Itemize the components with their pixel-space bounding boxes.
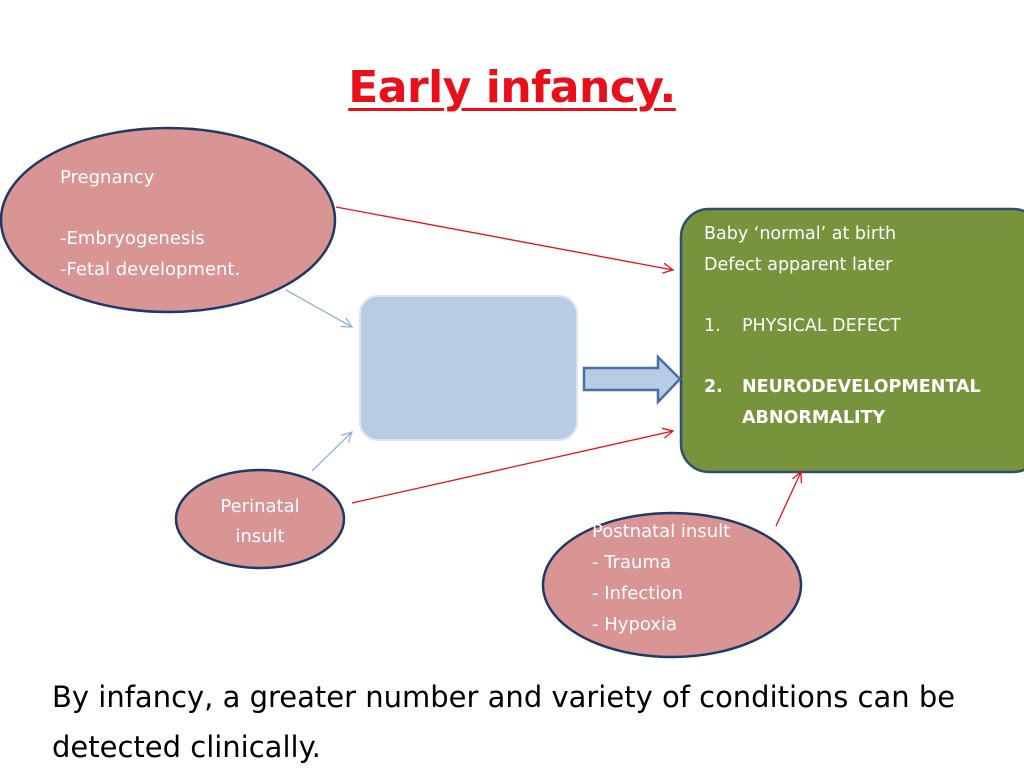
- outcome-line: Baby ‘normal’ at birth: [704, 224, 897, 244]
- perinatal-line: insult: [235, 526, 285, 547]
- center-box: [359, 295, 578, 441]
- list-number: 2.: [704, 377, 723, 397]
- pregnancy-heading: Pregnancy: [60, 167, 155, 188]
- outcome-line: Defect apparent later: [704, 255, 893, 275]
- postnatal-ellipse: [541, 511, 803, 659]
- postnatal-text: Postnatal insult - Trauma - Infection - …: [592, 516, 782, 640]
- list-label: NEURODEVELOPMENTAL ABNORMALITY: [742, 377, 981, 428]
- perinatal-text: Perinatal insult: [186, 492, 334, 552]
- arrow-pregnancy-to-center: [285, 289, 352, 327]
- list-number: 1.: [704, 316, 721, 336]
- outcome-text: Baby ‘normal’ at birth Defect apparent l…: [704, 219, 1022, 434]
- postnatal-line: - Trauma: [592, 552, 671, 573]
- perinatal-line: Perinatal: [220, 496, 300, 517]
- pregnancy-line: -Embryogenesis: [60, 228, 205, 249]
- pregnancy-ellipse: [0, 126, 337, 314]
- outcome-list-item: 2. NEURODEVELOPMENTAL ABNORMALITY: [704, 372, 1022, 434]
- postnatal-line: - Infection: [592, 583, 683, 604]
- arrow-perinatal-to-outcome: [351, 431, 673, 504]
- pregnancy-text: Pregnancy -Embryogenesis -Fetal developm…: [60, 162, 300, 285]
- arrow-postnatal-to-outcome: [775, 472, 801, 527]
- page-title: Early infancy.: [348, 62, 676, 113]
- outcome-box: [679, 207, 1024, 474]
- postnatal-line: Postnatal insult: [592, 521, 731, 542]
- pregnancy-line: -Fetal development.: [60, 259, 241, 280]
- block-arrow-center-to-outcome: [582, 353, 682, 406]
- footer-caption: By infancy, a greater number and variety…: [52, 680, 956, 764]
- perinatal-ellipse: [174, 468, 346, 570]
- postnatal-line: - Hypoxia: [592, 614, 677, 635]
- list-label: PHYSICAL DEFECT: [742, 316, 901, 336]
- arrow-pregnancy-to-outcome: [335, 206, 673, 270]
- outcome-list-item: 1. PHYSICAL DEFECT: [704, 311, 1022, 342]
- arrow-perinatal-to-center: [311, 432, 352, 472]
